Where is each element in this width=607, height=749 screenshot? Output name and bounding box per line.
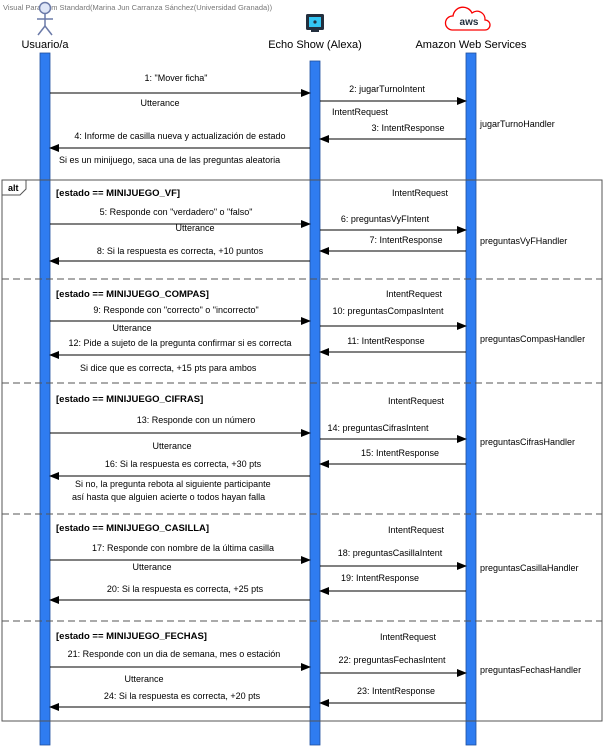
message-2: 2: jugarTurnoIntent IntentRequest xyxy=(320,84,467,117)
intentrequest-compas: IntentRequest xyxy=(386,289,443,299)
intentrequest-vf: IntentRequest xyxy=(392,188,449,198)
aws-logo-text: aws xyxy=(460,17,479,28)
participant-echo-label: Echo Show (Alexa) xyxy=(268,39,362,51)
message-8-label: 8: Si la respuesta es correcta, +10 punt… xyxy=(97,246,264,256)
alt-label: alt xyxy=(8,183,19,193)
lifeline-user xyxy=(39,52,51,746)
intentrequest-casilla: IntentRequest xyxy=(388,525,445,535)
echo-device-icon xyxy=(306,14,324,32)
intentrequest-cifras: IntentRequest xyxy=(388,396,445,406)
message-12-label: 12: Pide a sujeto de la pregunta confirm… xyxy=(68,338,291,348)
message-24-label: 24: Si la respuesta es correcta, +20 pts xyxy=(104,691,261,701)
fragment-compas: [estado == MINIJUEGO_COMPAS] IntentReque… xyxy=(49,289,585,373)
fragment-casilla: [estado == MINIJUEGO_CASILLA] IntentRequ… xyxy=(49,523,579,604)
message-5-sub: Utterance xyxy=(175,223,214,233)
fragment-cifras: [estado == MINIJUEGO_CIFRAS] IntentReque… xyxy=(49,394,575,502)
message-13-label: 13: Responde con un número xyxy=(137,415,256,425)
message-23-label: 23: IntentResponse xyxy=(357,686,435,696)
handler-jugarTurno: jugarTurnoHandler xyxy=(479,119,555,129)
message-4-sub: Si es un minijuego, saca una de las preg… xyxy=(59,155,280,165)
actor-icon xyxy=(37,1,53,36)
intentrequest-fechas: IntentRequest xyxy=(380,632,437,642)
lifeline-echo xyxy=(309,60,321,746)
message-13-sub: Utterance xyxy=(152,441,191,451)
watermark: Visual Paradigm Standard(Marina Jun Carr… xyxy=(3,3,273,12)
message-18-label: 18: preguntasCasillaIntent xyxy=(338,548,443,558)
message-12-sub: Si dice que es correcta, +15 pts para am… xyxy=(80,363,257,373)
message-10-label: 10: preguntasCompasIntent xyxy=(332,306,444,316)
aws-cloud-icon: aws xyxy=(444,6,491,31)
guard-cifras: [estado == MINIJUEGO_CIFRAS] xyxy=(56,394,203,405)
handler-compas: preguntasCompasHandler xyxy=(480,334,585,344)
participant-aws-label: Amazon Web Services xyxy=(415,39,527,51)
message-22-label: 22: preguntasFechasIntent xyxy=(338,655,446,665)
message-16-sub2: así hasta que alguien acierte o todos ha… xyxy=(72,492,265,502)
message-19-label: 19: IntentResponse xyxy=(341,573,419,583)
message-3: 3: IntentResponse xyxy=(319,123,466,143)
fragment-vf: [estado == MINIJUEGO_VF] IntentRequest 5… xyxy=(49,188,567,265)
message-14-label: 14: preguntasCifrasIntent xyxy=(327,423,429,433)
message-1-label: 1: "Mover ficha" xyxy=(145,73,208,83)
message-1: 1: "Mover ficha" Utterance xyxy=(50,73,311,108)
guard-fechas: [estado == MINIJUEGO_FECHAS] xyxy=(56,631,207,642)
message-17-label: 17: Responde con nombre de la última cas… xyxy=(92,543,274,553)
message-20-label: 20: Si la respuesta es correcta, +25 pts xyxy=(107,584,264,594)
message-2-sub: IntentRequest xyxy=(332,107,389,117)
message-4: 4: Informe de casilla nueva y actualizac… xyxy=(49,131,310,165)
handler-fechas: preguntasFechasHandler xyxy=(480,665,581,675)
guard-casilla: [estado == MINIJUEGO_CASILLA] xyxy=(56,523,209,534)
message-15-label: 15: IntentResponse xyxy=(361,448,439,458)
participant-user-label: Usuario/a xyxy=(21,39,69,51)
message-6-label: 6: preguntasVyFIntent xyxy=(341,214,430,224)
message-11-label: 11: IntentResponse xyxy=(347,336,424,346)
message-2-label: 2: jugarTurnoIntent xyxy=(349,84,425,94)
handler-casilla: preguntasCasillaHandler xyxy=(480,563,579,573)
fragment-fechas: [estado == MINIJUEGO_FECHAS] IntentReque… xyxy=(49,631,581,711)
handler-cifras: preguntasCifrasHandler xyxy=(480,437,575,447)
message-4-label: 4: Informe de casilla nueva y actualizac… xyxy=(74,131,285,141)
lifeline-aws xyxy=(465,52,477,746)
message-9-sub: Utterance xyxy=(112,323,151,333)
message-16-label: 16: Si la respuesta es correcta, +30 pts xyxy=(105,459,262,469)
alt-frame: alt xyxy=(1,179,603,722)
message-9-label: 9: Responde con "correcto" o "incorrecto… xyxy=(93,305,258,315)
message-16-sub: Si no, la pregunta rebota al siguiente p… xyxy=(75,479,271,489)
message-1-sub: Utterance xyxy=(140,98,179,108)
message-7-label: 7: IntentResponse xyxy=(369,235,442,245)
message-3-label: 3: IntentResponse xyxy=(371,123,444,133)
message-21-sub: Utterance xyxy=(124,674,163,684)
message-5-label: 5: Responde con "verdadero" o "falso" xyxy=(100,207,253,217)
handler-vf: preguntasVyFHandler xyxy=(480,236,567,246)
message-17-sub: Utterance xyxy=(132,562,171,572)
guard-compas: [estado == MINIJUEGO_COMPAS] xyxy=(56,289,209,300)
message-21-label: 21: Responde con un dia de semana, mes o… xyxy=(68,649,281,659)
guard-vf: [estado == MINIJUEGO_VF] xyxy=(56,188,180,199)
